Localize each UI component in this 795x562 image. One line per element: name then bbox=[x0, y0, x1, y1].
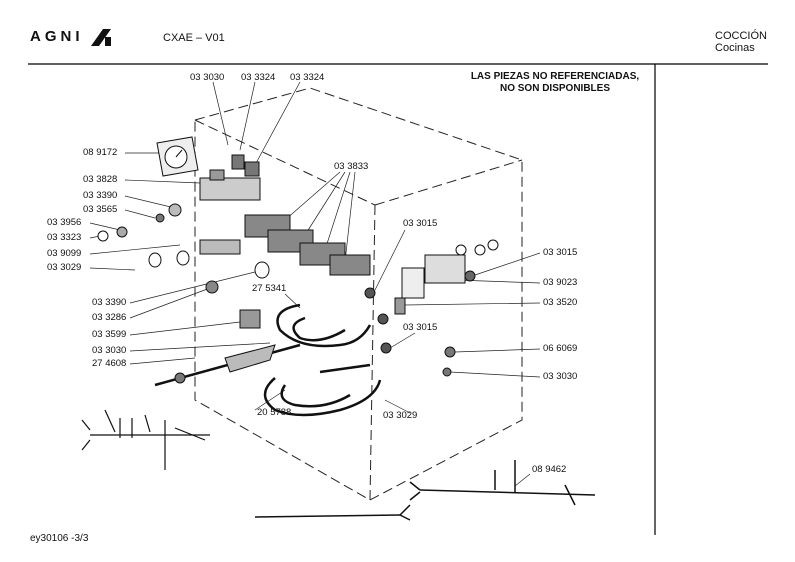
part-label: 03 3030 bbox=[92, 345, 127, 356]
part-label: 03 3324 bbox=[241, 72, 276, 83]
part-label: 03 3015 bbox=[403, 322, 438, 333]
notice-line-1: LAS PIEZAS NO REFERENCIADAS, bbox=[470, 71, 640, 82]
part-label: 03 3956 bbox=[47, 217, 82, 228]
notice-line-2: NO SON DISPONIBLES bbox=[499, 83, 610, 94]
part-label: 06 6069 bbox=[543, 343, 578, 354]
part-label: 03 9099 bbox=[47, 248, 82, 259]
parts bbox=[97, 136, 499, 387]
part-label: 03 3324 bbox=[290, 72, 325, 83]
part-label: 03 3323 bbox=[47, 232, 82, 243]
part-label: 03 3286 bbox=[92, 312, 127, 323]
cable-bottom bbox=[254, 504, 411, 521]
part-label: 03 3833 bbox=[334, 161, 369, 172]
wiring-harness-right bbox=[409, 460, 596, 506]
leader-lines bbox=[89, 81, 541, 487]
thermostat-4 bbox=[329, 254, 371, 276]
model-code: CXAE – V01 bbox=[163, 32, 225, 44]
heating-elements bbox=[263, 303, 382, 417]
page-code: ey30106 -3/3 bbox=[30, 533, 89, 544]
cabinet-outline bbox=[194, 87, 523, 501]
part-label: 03 9023 bbox=[543, 277, 578, 288]
part-label: 03 3015 bbox=[403, 218, 438, 229]
part-label: 03 3520 bbox=[543, 297, 578, 308]
timer-part bbox=[156, 136, 199, 177]
part-label: 03 3029 bbox=[47, 262, 82, 273]
part-label: 03 3565 bbox=[83, 204, 118, 215]
section-title: COCCIÓN bbox=[715, 30, 767, 42]
part-label: 03 3015 bbox=[543, 247, 578, 258]
part-label: 27 4608 bbox=[92, 358, 127, 369]
part-label: 03 3599 bbox=[92, 329, 127, 340]
availability-notice: LAS PIEZAS NO REFERENCIADAS, NO SON DISP… bbox=[440, 71, 670, 95]
part-label: 03 3029 bbox=[383, 410, 418, 421]
part-label: 08 9462 bbox=[532, 464, 567, 475]
wiring-harness-left bbox=[81, 409, 210, 470]
part-label: 03 3390 bbox=[83, 190, 118, 201]
part-label: 08 9172 bbox=[83, 147, 118, 158]
part-label: 20 5788 bbox=[257, 407, 292, 418]
brand-mark-icon bbox=[91, 29, 111, 46]
rotisserie-motor bbox=[424, 254, 466, 284]
part-label: 03 3828 bbox=[83, 174, 118, 185]
section-subtitle: Cocinas bbox=[715, 42, 755, 54]
part-label: 03 3030 bbox=[190, 72, 225, 83]
part-label: 03 3390 bbox=[92, 297, 127, 308]
switch-block-top bbox=[199, 177, 261, 201]
part-label: 27 5341 bbox=[252, 283, 287, 294]
brand-logo-text: AGNI bbox=[30, 28, 84, 45]
part-label: 03 3030 bbox=[543, 371, 578, 382]
section-heading: COCCIÓN Cocinas bbox=[715, 30, 767, 54]
